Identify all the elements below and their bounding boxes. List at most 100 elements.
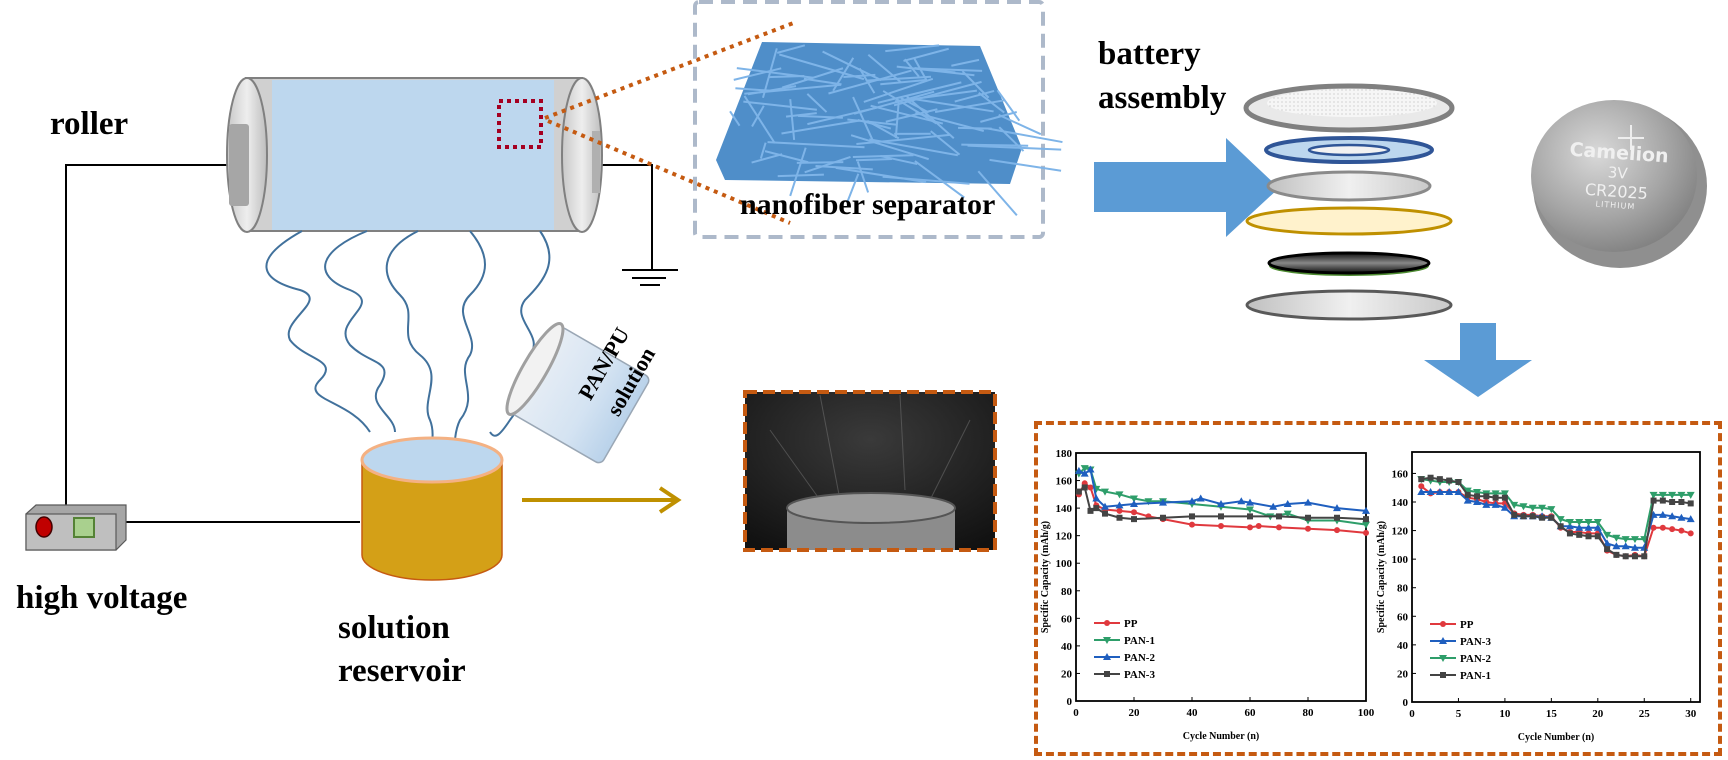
solution-reservoir [360,436,504,581]
data-point-pan-3 [1426,488,1435,495]
nanofiber-strand [930,130,961,156]
assembly-arrow-right [1094,138,1279,237]
legend-label: PAN-2 [1460,653,1491,665]
data-point-pan-3 [1463,496,1472,504]
data-point-pan-2 [1593,519,1602,526]
coin-cell-text: Camelion 3V CR2025 LITHIUM [1543,137,1692,215]
data-point-pan-3 [1575,523,1584,531]
data-point-pan-2 [1115,501,1124,509]
nanofiber-strand [735,87,770,92]
data-point-pp [1650,524,1657,531]
data-point-pp [1418,483,1425,490]
data-point-pan-2 [1649,491,1658,499]
nanofiber-strand [900,97,929,114]
data-point-pan-1 [1678,499,1685,505]
data-point-pan-3 [1435,488,1444,495]
data-point-pan-3 [1189,513,1195,520]
nanofiber-strand [877,81,962,104]
nanofiber-strand [852,96,875,144]
y-tick-label: 0 [1067,696,1073,708]
y-tick-label: 160 [1056,476,1073,488]
nanofiber-strand [967,144,1062,151]
process-arrow-gold [522,486,682,514]
data-point-pan-1 [1474,493,1481,500]
legend-label: PP [1124,618,1138,630]
data-point-pan-2 [1246,498,1254,506]
data-point-pan-3 [1677,513,1686,521]
nanofiber-strand [870,104,944,125]
battery-assembly-label-line1: battery [1098,36,1201,72]
nanofiber-strand [996,89,1021,122]
nanofiber-strand [736,67,814,79]
data-point-pp [1687,530,1694,537]
nanofiber-strand [743,95,776,144]
nanofiber-strand [733,67,782,81]
nanofiber-strand [850,134,929,161]
result-arrow-down [1424,323,1532,397]
nanofiber-strand [789,99,796,141]
nanofiber-strand [789,147,807,197]
data-point-pan-1 [1594,533,1601,540]
nanofiber-strand [804,156,851,174]
nanofiber-strand [776,44,806,54]
data-point-pan-1 [1548,514,1555,521]
data-point-pp [1116,507,1123,514]
data-point-pan-3 [1131,516,1137,523]
data-point-pan-1 [1576,531,1583,538]
nanofiber-strand [807,106,880,126]
nanofiber-mat [716,42,1063,216]
y-tick-label: 100 [1056,558,1073,570]
data-point-pan-1 [1622,553,1629,560]
data-point-pp [1087,484,1094,491]
nanofiber-strand [894,89,978,103]
nanofiber-strand [869,138,959,157]
data-point-pan-3 [1445,488,1454,495]
data-point-pan-2 [1658,491,1667,499]
data-point-pan-3 [1686,515,1695,523]
nanofiber-strand [998,113,1042,136]
data-point-pan-1 [1436,476,1443,483]
x-tick-label: 20 [1592,708,1604,720]
nanofiber-strand [835,166,927,184]
data-point-pan-2 [1362,506,1370,514]
data-point-pp [1363,529,1369,536]
y-tick-label: 80 [1397,583,1409,595]
data-point-pan-1 [1080,465,1089,473]
data-point-pan-1 [1427,474,1434,481]
x-tick-label: 25 [1639,708,1651,720]
data-point-pan-3 [1093,505,1100,512]
legend-marker [1439,637,1447,644]
data-point-pp [1669,526,1676,533]
data-point-pan-1 [1557,523,1564,530]
data-point-pan-3 [1668,512,1677,520]
data-point-pan-2 [1196,494,1205,502]
data-point-pan-3 [1593,523,1602,531]
nanofiber-strand [803,77,842,86]
data-point-pp [1334,527,1340,534]
x-tick-label: 5 [1456,708,1462,720]
legend-label: PAN-2 [1124,652,1155,664]
data-point-pan-2 [1086,465,1095,473]
data-point-pp [1255,523,1262,530]
data-point-pan-2 [1677,491,1686,499]
nanofiber-strand [903,47,949,62]
nanofiber-strand [885,108,938,123]
data-point-pp [1131,509,1137,516]
data-point-pan-2 [1668,491,1677,499]
data-point-pan-3 [1218,513,1224,520]
y-tick-label: 140 [1392,497,1409,509]
data-point-pan-2 [1621,536,1630,544]
data-point-pp [1247,524,1253,531]
data-point-pan-2 [1217,499,1225,507]
data-point-pan-2 [1237,497,1246,505]
nanofiber-strand [764,150,809,164]
plot-area [1411,451,1701,703]
highlight-region [497,99,543,149]
data-point-pan-2 [1538,504,1547,512]
roller-label: roller [50,106,129,142]
data-point-pan-3 [1584,523,1593,531]
data-point-pan-1 [1520,513,1527,520]
y-tick-label: 80 [1061,586,1073,598]
data-point-pan-1 [1418,476,1425,483]
